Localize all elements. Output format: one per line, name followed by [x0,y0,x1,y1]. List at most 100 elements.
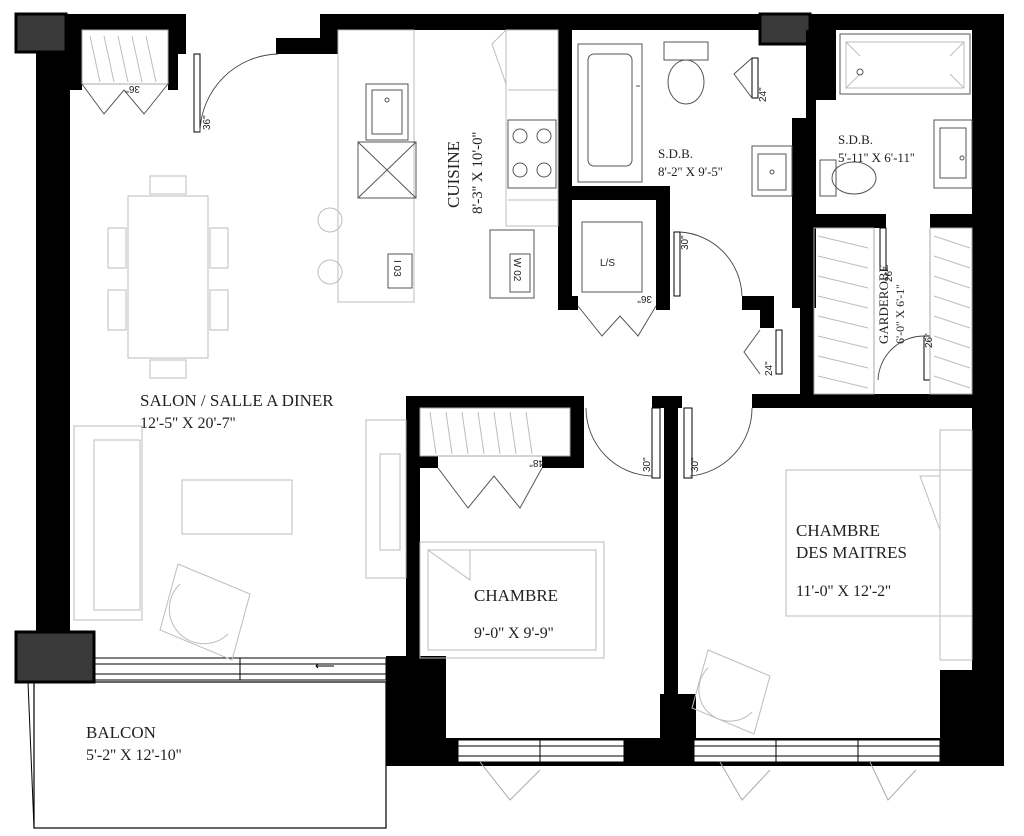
interior-walls [70,30,972,766]
wall-stub-br-right [940,670,980,766]
entry-door-leaf[interactable] [193,53,201,133]
wall-bedroom-top [406,396,584,408]
kitchen-size: 8'-3'' X 10'-0'' [470,132,486,214]
wall-right [972,14,1004,766]
dim-bath1-door: 24" [758,87,769,102]
balcony-outline [33,681,387,829]
dim-laundry-closet: 36" [637,293,652,304]
washer-label: W 02 [511,258,522,282]
wall-bedroom-master-divider [664,404,678,766]
sofa [73,425,143,621]
dim-bedroom-closet: 48" [529,457,544,468]
exterior-walls [16,14,1004,766]
hall-door-leaf[interactable] [775,329,783,375]
garderobe-door-left[interactable] [879,227,887,271]
shower [839,33,971,95]
bathtub [577,43,643,183]
armchair-master [691,649,771,735]
dishwasher [357,141,417,199]
vanity-2 [933,119,973,189]
dim-garderobe-right: 26" [924,333,935,348]
bath1-size: 8'-2'' X 9'-5'' [658,164,723,179]
kitchen-fixtures [317,29,559,303]
garderobe-size: 6'-0'' X 6'-1'' [893,284,907,344]
dim-entry-closet: 36" [125,83,140,94]
wall-laundry-right [656,186,670,310]
island-label: I 03 [391,260,402,277]
wall-bath1-bottom [558,186,670,200]
living-room-name: SALON / SALLE A DINER [140,391,334,410]
bath1-door-leaf[interactable] [751,57,759,99]
wall-kitchen-bath [558,30,572,310]
wall-closet-right [176,14,186,54]
wall-hall-bottom [752,394,972,408]
tv-unit [365,419,407,579]
bed-bedroom [419,541,605,659]
bedroom-closet [419,407,571,509]
column-bottom-left [14,630,96,684]
columns [14,12,812,684]
toilet-tank-1 [663,41,709,61]
furniture [73,175,973,735]
wall-bath2-bottom-right [930,214,972,228]
coffee-table [181,479,293,535]
cooktop [507,119,557,189]
bedroom-name: CHAMBRE [474,586,558,605]
bedroom-size: 9'-0'' X 9'-9'' [474,625,554,642]
garderobe [813,227,973,395]
wall-br-door-jamb [652,396,682,408]
wall-entry-stub [276,38,338,54]
wall-bedroom-closet-right [570,396,584,466]
wall-entry-closet-right [168,30,178,90]
master-door-leaf[interactable] [683,407,693,479]
bath1-fixtures [577,41,793,197]
wall-bath-divider-top [806,30,836,100]
wall-left [36,14,70,664]
wall-bedroom-closet-bottom-r [542,456,584,468]
window-master [693,739,941,763]
bath2-fixtures [819,33,973,197]
wall-top-right [320,14,1004,30]
master-name-line2: DES MAITRES [796,543,907,562]
bath2-size: 5'-11'' X 6'-11'' [838,150,915,165]
bedroom-door-leaf[interactable] [651,407,661,479]
windows [93,657,941,763]
kitchen-name: CUISINE [444,141,463,208]
wall-bedroom-closet-bottom [420,456,438,468]
master-name: CHAMBRE [796,521,880,540]
living-room-size: 12'-5'' X 20'-7'' [140,415,236,432]
garderobe-name: GARDEROBE [876,264,891,344]
kitchen-sink [365,83,409,141]
vanity-1 [751,145,793,197]
dim-garderobe-left: 26" [884,267,895,282]
balcony-name: BALCON [86,723,156,742]
wall-hall-right [800,228,814,408]
wall-bath2-bottom [806,214,886,228]
island-label-box [387,253,413,289]
column-top-left [14,12,68,54]
toilet-1 [667,59,705,105]
window-swings [479,761,917,801]
dim-laundry-door: 30" [680,235,691,250]
toilet-tank-2 [819,159,837,197]
wall-hall-top [742,296,774,310]
dim-entry-door: 36" [202,115,213,130]
laundry-closet [577,221,657,337]
doors [193,53,931,479]
dim-hall-door: 24" [764,361,775,376]
armchair-living [159,563,251,661]
wall-bedroom-top-left [406,396,420,658]
master-size: 11'-0'' X 12'-2'' [796,583,891,600]
laundry-label: L/S [600,258,615,269]
washer [489,229,535,299]
window-bedroom [457,739,625,763]
dining-table [127,195,209,359]
bath2-name: S.D.B. [838,132,873,147]
wall-laundry-stub [558,296,578,310]
balcony-size: 5'-2'' X 12'-10'' [86,747,182,764]
column-top-right [758,12,812,46]
laundry-door-leaf[interactable] [673,231,681,297]
wall-entry-closet-left [70,30,82,90]
wall-stub-balcony [386,656,446,766]
